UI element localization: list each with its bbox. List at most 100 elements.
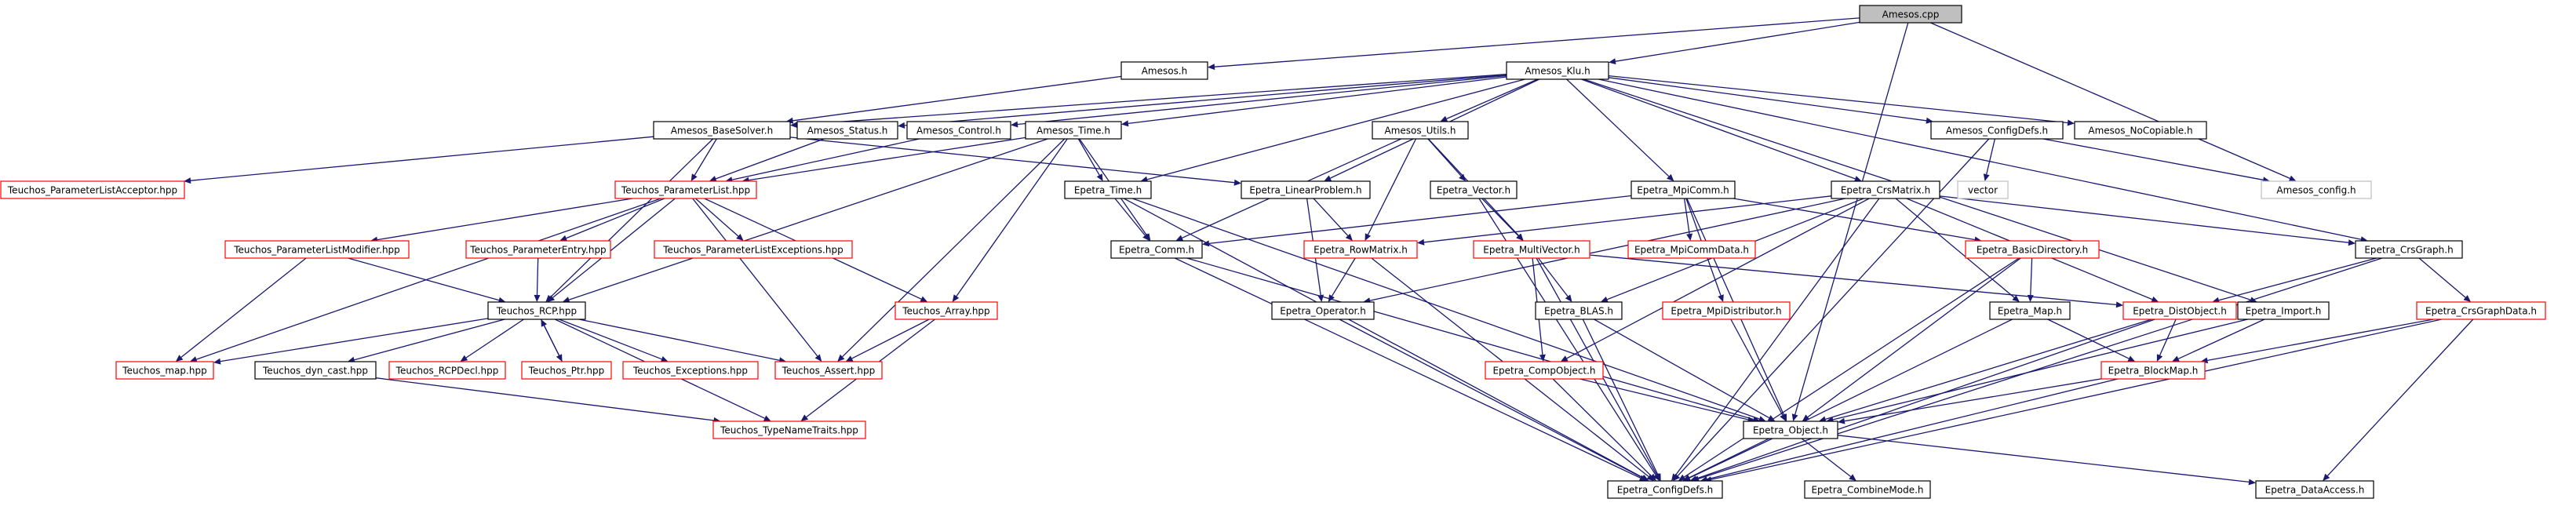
node-label: Epetra_MpiCommData.h [1634, 245, 1749, 256]
node-label: Amesos_Time.h [1037, 126, 1110, 137]
node-epetra-mpicomm-h[interactable]: Epetra_MpiComm.h [1630, 180, 1736, 199]
edge-line [1608, 77, 1927, 122]
node-box [1831, 180, 1940, 199]
node-box [254, 361, 377, 380]
edge-line [1481, 198, 1519, 237]
node-epetra-crsmatrix-h[interactable]: Epetra_CrsMatrix.h [1831, 180, 1940, 199]
node-label: Epetra_CrsGraphData.h [2425, 306, 2537, 317]
node-amesos-basesolver-h[interactable]: Amesos_BaseSolver.h [653, 121, 791, 140]
edge-arrowhead [541, 319, 548, 327]
node-amesos-control-h[interactable]: Amesos_Control.h [906, 121, 1011, 140]
node-teuchos-parameterentry-hpp[interactable]: Teuchos_ParameterEntry.hpp [465, 240, 611, 259]
edge-line [1986, 138, 1996, 175]
edge-epetra_blockmap_h-to-epetra_object_h [1838, 378, 2102, 424]
node-epetra-object-h[interactable]: Epetra_Object.h [1743, 421, 1838, 439]
edge-amesos_klu_h-to-epetra_mpicomm_h [1566, 78, 1674, 181]
node-teuchos-rcpdecl-hpp[interactable]: Teuchos_RCPDecl.hpp [388, 361, 506, 380]
edge-arrowhead [1838, 417, 1845, 424]
edge-arrowhead [845, 355, 854, 362]
edge-epetra_time_h-to-epetra_object_h [1132, 198, 1766, 422]
edge-epetra_multivector_h-to-epetra_blas_h [1537, 257, 1572, 302]
node-teuchos-assert-hpp[interactable]: Teuchos_Assert.hpp [774, 361, 883, 380]
edge-arrowhead [1142, 233, 1150, 241]
node-epetra-combinemode-h[interactable]: Epetra_CombineMode.h [1804, 480, 1931, 499]
node-epetra-crsgraphdata-h[interactable]: Epetra_CrsGraphData.h [2416, 301, 2546, 320]
node-epetra-mpidistributor-h[interactable]: Epetra_MpiDistributor.h [1662, 301, 1791, 320]
edge-teuchos_parameterlist_hpp-to-teuchos_rcp_hpp [547, 198, 676, 302]
node-amesos-configdefs-h[interactable]: Amesos_ConfigDefs.h [1930, 121, 2064, 140]
node-amesos-status-h[interactable]: Amesos_Status.h [796, 121, 898, 140]
node-box [1957, 180, 2009, 199]
node-epetra-vector-h[interactable]: Epetra_Vector.h [1430, 180, 1518, 199]
edge-arrowhead [1417, 238, 1425, 246]
node-teuchos-dyncast-hpp[interactable]: Teuchos_dyn_cast.hpp [254, 361, 377, 380]
node-amesos-h[interactable]: Amesos.h [1120, 61, 1208, 80]
node-box [2237, 301, 2330, 320]
edge-arrowhead [1565, 294, 1572, 302]
node-epetra-configdefs-h[interactable]: Epetra_ConfigDefs.h [1607, 480, 1723, 499]
node-teuchos-exceptions-hpp[interactable]: Teuchos_Exceptions.hpp [622, 361, 759, 380]
node-teuchos-placceptor-hpp[interactable]: Teuchos_ParameterListAcceptor.hpp [0, 180, 185, 199]
node-label: vector [1968, 185, 1998, 196]
node-teuchos-plmodifier-hpp[interactable]: Teuchos_ParameterListModifier.hpp [224, 240, 410, 259]
node-amesos-cpp[interactable]: Amesos.cpp [1859, 5, 1962, 24]
node-epetra-blas-h[interactable]: Epetra_BLAS.h [1535, 301, 1623, 320]
node-box [487, 301, 586, 320]
edge-line [2418, 257, 2466, 298]
edge-epetra_basicdirectory_h-to-epetra_map_h [2027, 257, 2034, 302]
edge-line [354, 319, 505, 361]
edge-arrowhead [1096, 173, 1103, 181]
edge-arrowhead [184, 177, 191, 184]
edge-arrowhead [2151, 296, 2159, 303]
node-epetra-linearproblem-h[interactable]: Epetra_LinearProblem.h [1241, 180, 1371, 199]
node-epetra-comm-h[interactable]: Epetra_Comm.h [1110, 240, 1203, 259]
edge-arrowhead [1791, 413, 1798, 421]
node-label: Teuchos_Array.hpp [902, 306, 989, 317]
node-epetra-crsgraph-h[interactable]: Epetra_CrsGraph.h [2355, 240, 2463, 259]
edge-arrowhead [1516, 233, 1524, 241]
node-epetra-map-h[interactable]: Epetra_Map.h [1989, 301, 2071, 320]
node-amesos-nocopiable-h[interactable]: Amesos_NoCopiable.h [2074, 121, 2207, 140]
node-epetra-time-h[interactable]: Epetra_Time.h [1064, 180, 1152, 199]
edge-line [552, 198, 676, 298]
node-epetra-distobject-h[interactable]: Epetra_DistObject.h [2122, 301, 2237, 320]
node-teuchos-map-hpp[interactable]: Teuchos_map.hpp [115, 361, 214, 380]
edge-line [180, 257, 307, 358]
node-teuchos-ptr-hpp[interactable]: Teuchos_Ptr.hpp [521, 361, 612, 380]
edge-line [2030, 257, 2033, 296]
node-teuchos-rcp-hpp[interactable]: Teuchos_RCP.hpp [487, 301, 586, 320]
node-epetra-multivector-h[interactable]: Epetra_MultiVector.h [1473, 240, 1590, 259]
node-epetra-rowmatrix-h[interactable]: Epetra_RowMatrix.h [1303, 240, 1418, 259]
edge-arrowhead [920, 296, 928, 302]
node-epetra-import-h[interactable]: Epetra_Import.h [2237, 301, 2330, 320]
edge-line [1733, 198, 1975, 241]
edge-line [1801, 438, 1852, 478]
edge-line [1331, 257, 1356, 297]
edge-teuchos_parameterlist_hpp-to-teuchos_plmodifier_hpp [370, 198, 633, 243]
node-teuchos-typenametraits-hpp[interactable]: Teuchos_TypeNameTraits.hpp [712, 421, 866, 439]
edge-line [348, 257, 499, 301]
node-epetra-mpicommdata-h[interactable]: Epetra_MpiCommData.h [1627, 240, 1756, 259]
node-label: Amesos_ConfigDefs.h [1946, 126, 2048, 137]
node-epetra-operator-h[interactable]: Epetra_Operator.h [1271, 301, 1375, 320]
node-epetra-compobject-h[interactable]: Epetra_CompObject.h [1485, 361, 1604, 380]
edge-teuchos_array_hpp-to-teuchos_assert_hpp [845, 319, 930, 362]
node-amesos-time-h[interactable]: Amesos_Time.h [1025, 121, 1122, 140]
node-epetra-basicdirectory-h[interactable]: Epetra_BasicDirectory.h [1965, 240, 2100, 259]
edge-teuchos_parameterlist_hpp-to-teuchos_map_hpp [189, 198, 661, 362]
edge-line [1825, 319, 2152, 421]
node-epetra-dataaccess-h[interactable]: Epetra_DataAccess.h [2255, 480, 2374, 499]
node-box [796, 121, 898, 140]
edge-arrowhead [1345, 233, 1353, 241]
edge-amesos_cpp-to-epetra_object_h [1791, 22, 1909, 421]
edge-line [1598, 78, 2361, 240]
node-amesos-utils-h[interactable]: Amesos_Utils.h [1372, 121, 1469, 140]
node-epetra-blockmap-h[interactable]: Epetra_BlockMap.h [2101, 361, 2206, 380]
node-teuchos-plexceptions-hpp[interactable]: Teuchos_ParameterListExceptions.hpp [654, 240, 853, 259]
node-teuchos-array-hpp[interactable]: Teuchos_Array.hpp [894, 301, 998, 320]
edge-line [550, 138, 714, 298]
node-amesos-klu-h[interactable]: Amesos_Klu.h [1506, 61, 1609, 80]
edge-arrowhead [2012, 295, 2020, 302]
node-teuchos-parameterlist-hpp[interactable]: Teuchos_ParameterList.hpp [614, 180, 757, 199]
